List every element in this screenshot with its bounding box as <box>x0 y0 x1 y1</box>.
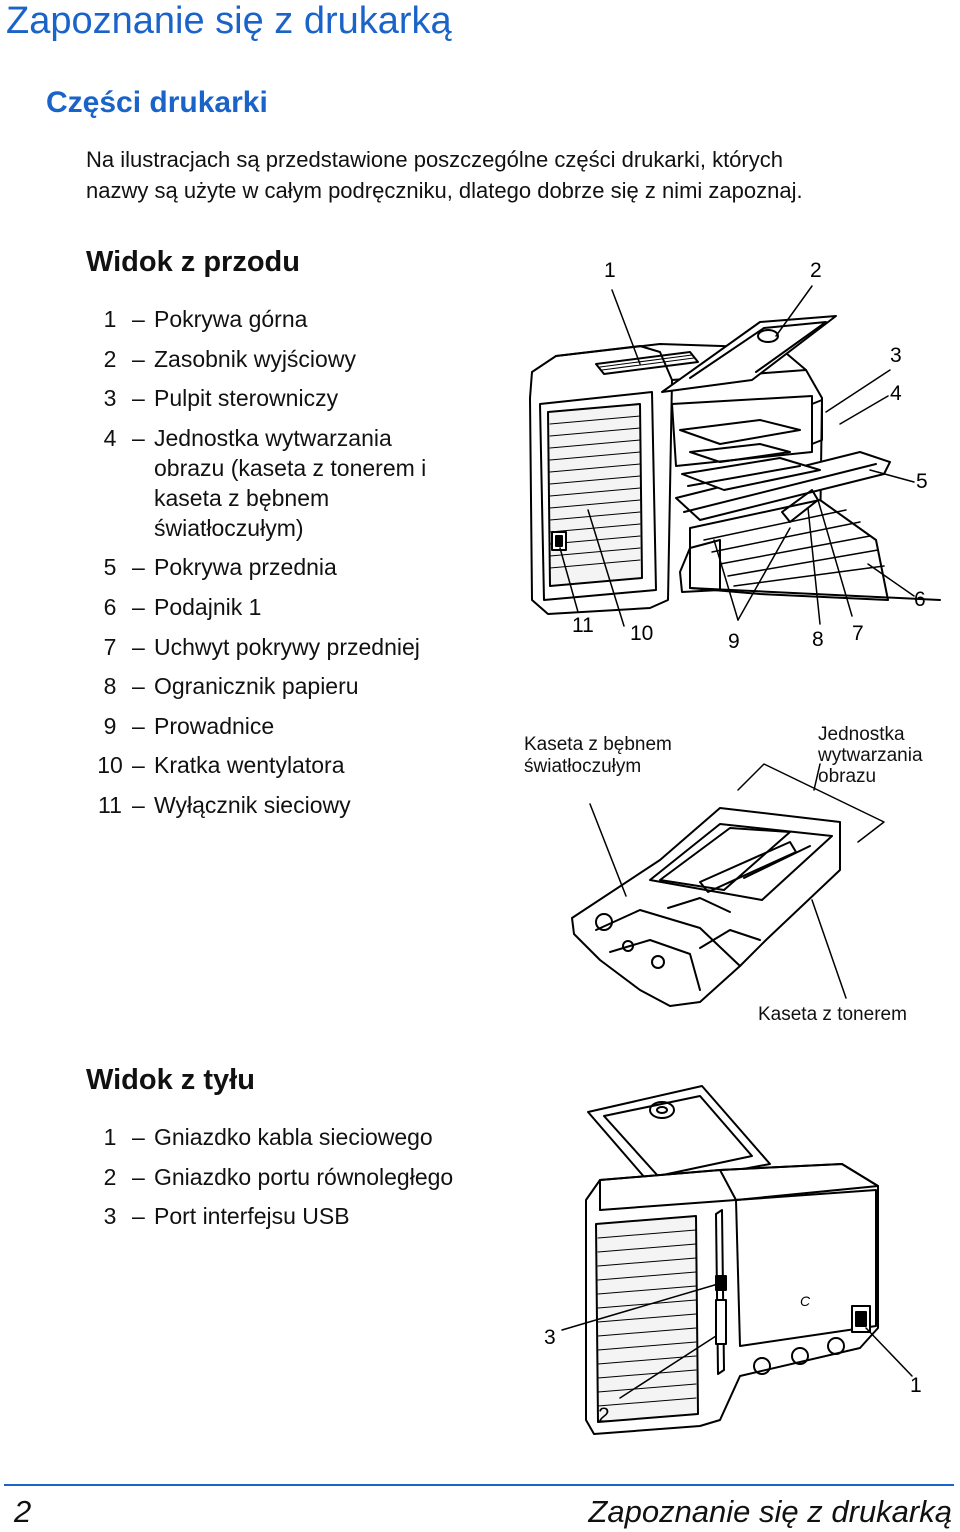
callout-front-5: 5 <box>916 470 928 493</box>
list-item: 7–Uchwyt pokrywy przedniej <box>103 633 420 660</box>
front-view-title: Widok z przodu <box>86 246 300 278</box>
list-item: 1–Pokrywa górna <box>103 306 308 332</box>
list-item: 10–Kratka wentylatora <box>97 752 345 779</box>
imaging-callout-leaders <box>589 763 885 999</box>
callout-front-10: 10 <box>630 622 653 645</box>
list-item: 4–Jednostka wytwarzania obrazu (kaseta z… <box>103 424 427 541</box>
footer-rule <box>4 1484 954 1486</box>
callout-front-7: 7 <box>852 622 864 645</box>
footer-chapter-title: Zapoznanie się z drukarką <box>588 1494 952 1529</box>
list-item: 11–Wyłącznik sieciowy <box>98 791 351 818</box>
rear-callout-leaders <box>561 1283 913 1399</box>
callout-rear-1: 1 <box>910 1374 922 1397</box>
callout-front-11: 11 <box>572 614 594 637</box>
callout-front-9: 9 <box>728 630 740 653</box>
page-number: 2 <box>14 1494 32 1529</box>
intro-line-1: Na ilustracjach są przedstawione poszcze… <box>86 147 783 172</box>
list-item: 8–Ogranicznik papieru <box>103 673 359 700</box>
toner-cartridge-label: Kaseta z tonerem <box>758 1004 907 1025</box>
rear-view-title: Widok z tyłu <box>86 1064 255 1096</box>
callout-front-2: 2 <box>810 259 822 282</box>
chapter-title: Zapoznanie się z drukarką <box>6 0 452 42</box>
imaging-unit-drawing <box>571 807 841 1007</box>
list-item: 9–Prowadnice <box>103 712 275 739</box>
list-item: 3–Port interfejsu USB <box>103 1203 350 1230</box>
front-callout-leaders <box>559 285 915 627</box>
callout-front-3: 3 <box>890 344 902 367</box>
front-printer-drawing <box>529 315 941 615</box>
list-item: 5–Pokrywa przednia <box>103 554 337 581</box>
list-item: 3–Pulpit sterowniczy <box>103 385 339 412</box>
rear-printer-drawing <box>585 1085 879 1435</box>
section-title: Części drukarki <box>46 86 268 119</box>
callout-rear-2: 2 <box>598 1404 610 1427</box>
callout-front-8: 8 <box>812 628 824 651</box>
rear-panel-mark: C <box>800 1293 811 1309</box>
callout-rear-3: 3 <box>544 1326 556 1349</box>
callout-front-1: 1 <box>604 259 616 282</box>
list-item: 6–Podajnik 1 <box>103 593 262 620</box>
rear-parts-list: 1–Gniazdko kabla sieciowego 2–Gniazdko p… <box>92 1122 512 1241</box>
callout-front-4: 4 <box>890 382 902 405</box>
list-item: 1–Gniazdko kabla sieciowego <box>103 1124 433 1150</box>
intro-paragraph: Na ilustracjach są przedstawione poszcze… <box>86 144 926 206</box>
intro-line-2: nazwy są użyte w całym podręczniku, dlat… <box>86 178 803 203</box>
imaging-unit-label: Jednostka wytwarzania obrazu <box>818 724 923 787</box>
callout-front-6: 6 <box>914 588 926 611</box>
list-item: 2–Zasobnik wyjściowy <box>103 345 356 372</box>
front-parts-list: 1–Pokrywa górna 2–Zasobnik wyjściowy 3–P… <box>92 304 462 830</box>
drum-cartridge-label: Kaseta z bębnem światłoczułym <box>524 734 672 777</box>
list-item: 2–Gniazdko portu równoległego <box>103 1163 454 1190</box>
